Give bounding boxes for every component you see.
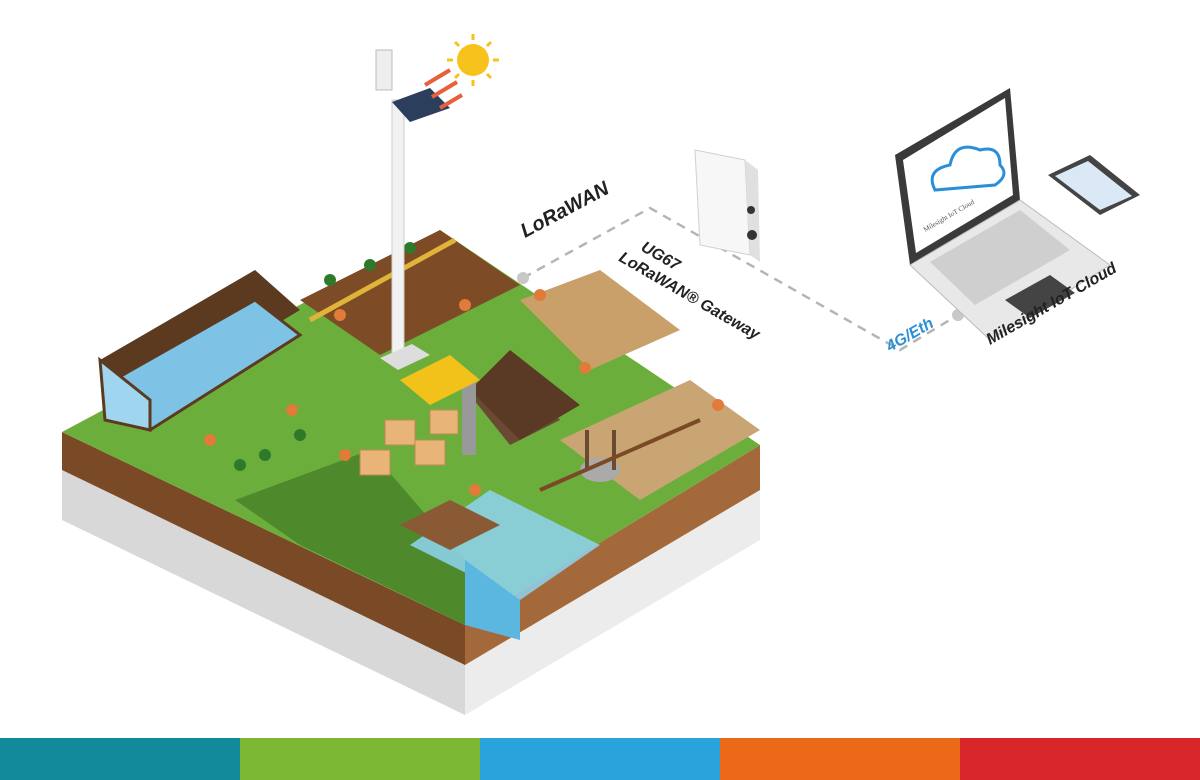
gateway-device: [694, 149, 760, 262]
footer-color-bar: [0, 738, 1200, 780]
greenhouse: [98, 270, 303, 432]
footer-segment-teal: [0, 738, 240, 780]
well: [580, 430, 620, 482]
truck: [400, 355, 480, 405]
smartphone: [1048, 155, 1140, 215]
footer-segment-green: [240, 738, 480, 780]
network-link: [522, 206, 959, 352]
shed: [462, 350, 580, 455]
sun-icon: [423, 34, 499, 110]
footer-segment-blue: [480, 738, 720, 780]
backhaul-label: 4G/Eth: [883, 315, 937, 356]
laptop: [895, 88, 1111, 341]
cloud-icon: [930, 145, 1006, 192]
footer-segment-orange: [720, 738, 960, 780]
lorawan-logo-text: LoRaWAN: [517, 177, 613, 242]
footer-segment-red: [960, 738, 1200, 780]
lorawan-logo: LoRaWAN: [517, 177, 613, 242]
dock: [400, 500, 500, 550]
farm-block: [62, 230, 760, 715]
